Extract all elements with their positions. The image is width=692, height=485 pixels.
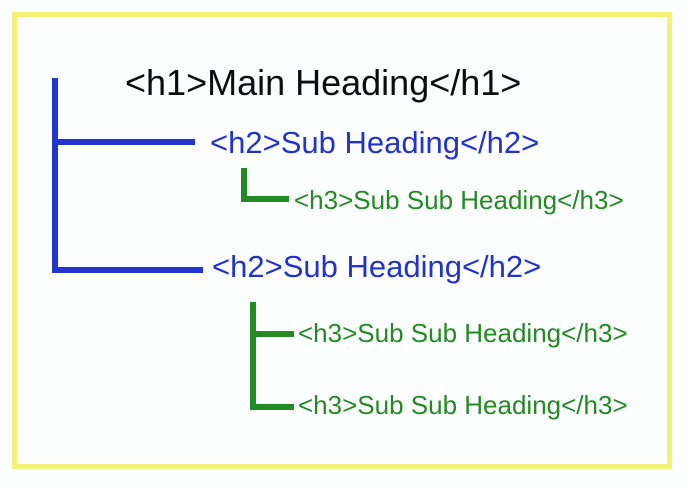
diagram-frame — [12, 12, 672, 469]
connector-green-elbow-1-vertical — [241, 168, 247, 202]
connector-green-branch-2a — [250, 331, 294, 337]
connector-blue-branch-2 — [52, 267, 203, 273]
connector-blue-branch-1 — [52, 139, 195, 145]
connector-blue-trunk — [52, 78, 58, 273]
node-h3-sub-sub-heading-1: <h3>Sub Sub Heading</h3> — [294, 185, 624, 215]
connector-green-branch-2b — [250, 404, 294, 410]
node-h3-sub-sub-heading-2: <h3>Sub Sub Heading</h3> — [298, 318, 628, 348]
node-h2-sub-heading-2: <h2>Sub Heading</h2> — [212, 249, 542, 284]
node-h1-main-heading: <h1>Main Heading</h1> — [125, 62, 522, 103]
connector-green-elbow-1-horizontal — [241, 196, 289, 202]
connector-green-trunk-2 — [250, 302, 256, 410]
node-h3-sub-sub-heading-3: <h3>Sub Sub Heading</h3> — [298, 390, 628, 420]
node-h2-sub-heading-1: <h2>Sub Heading</h2> — [210, 125, 540, 160]
